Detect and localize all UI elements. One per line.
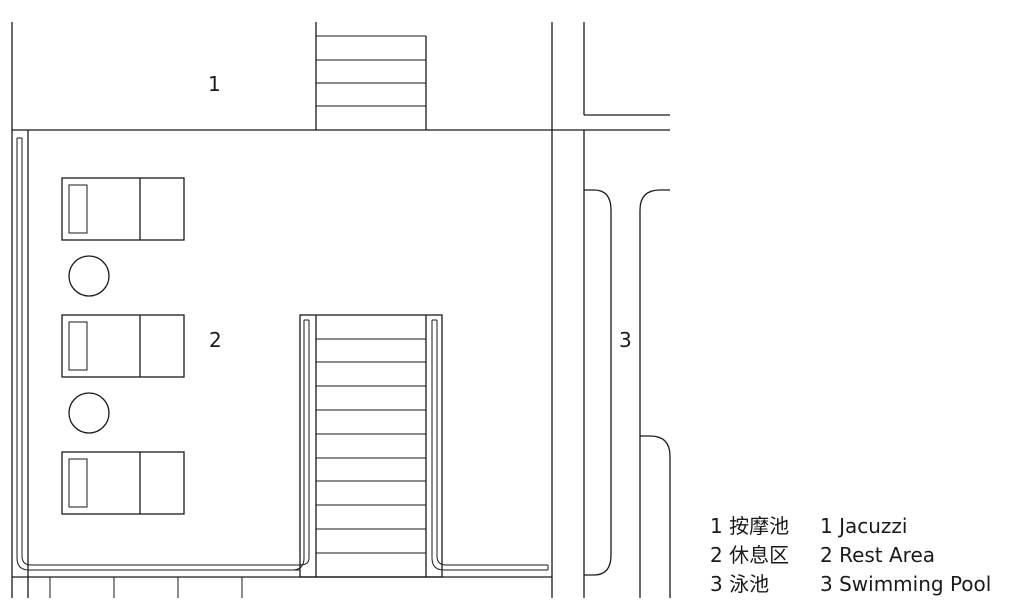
lounger — [61, 177, 185, 241]
side-table — [68, 255, 110, 297]
legend-entry-zh: 2 休息区 — [710, 543, 789, 567]
lounger — [61, 314, 185, 378]
zone-label-rest-area: 2 — [209, 328, 222, 352]
legend: 1 按摩池 1 Jacuzzi 2 休息区 2 Rest Area 3 泳池 3… — [710, 514, 991, 596]
legend-entry-en: 3 Swimming Pool — [820, 572, 991, 596]
pool-lanes — [584, 189, 671, 598]
legend-entry-zh: 1 按摩池 — [710, 514, 789, 538]
legend-entry-en: 2 Rest Area — [820, 543, 935, 567]
handrails — [12, 137, 552, 578]
lounger — [61, 451, 185, 515]
legend-entry-zh: 3 泳池 — [710, 572, 769, 596]
zone-label-swimming-pool: 3 — [619, 328, 632, 352]
upper-stair — [315, 22, 427, 130]
bottom-fence — [49, 577, 243, 598]
legend-entry-en: 1 Jacuzzi — [820, 514, 907, 538]
side-table — [68, 392, 110, 434]
walls — [11, 22, 670, 598]
zone-label-jacuzzi: 1 — [208, 72, 221, 96]
central-stair — [299, 314, 443, 578]
